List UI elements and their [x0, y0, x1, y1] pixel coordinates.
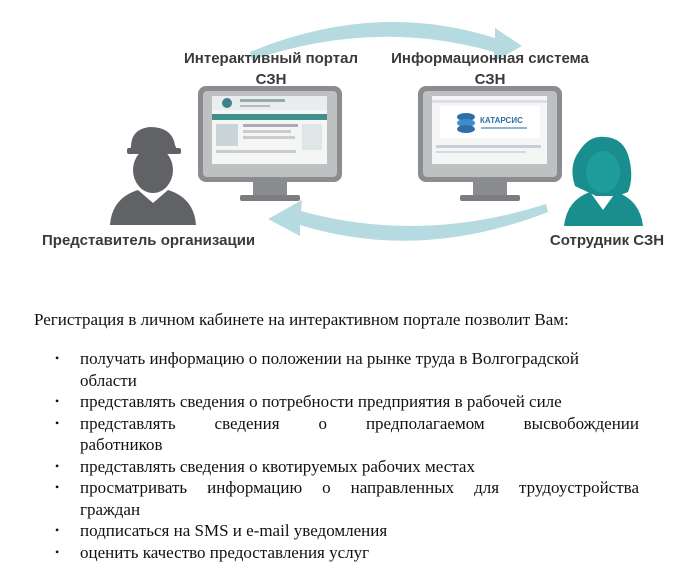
list-item: получать информацию о положении на рынке…	[55, 348, 639, 391]
monitor-left	[198, 86, 342, 201]
label-employee: Сотрудник СЗН	[549, 232, 665, 249]
arrow-left-icon	[268, 200, 548, 241]
katarsis-logo-text: КАТАРСИС	[480, 116, 523, 125]
intro-text: Регистрация в личном кабинете на интерак…	[34, 310, 569, 329]
list-item: подписаться на SMS и e-mail уведомления	[55, 520, 639, 542]
diagram-canvas: КАТАРСИС	[110, 21, 643, 241]
worker-person-icon	[110, 127, 196, 225]
female-employee-icon	[564, 136, 643, 226]
label-representative: Представитель организации	[42, 232, 256, 249]
benefits-list: получать информацию о положении на рынке…	[55, 348, 639, 563]
list-item: оценить качество предоставления услуг	[55, 542, 639, 564]
list-item: представлять сведения о квотируемых рабо…	[55, 456, 639, 478]
arrow-right-icon	[250, 21, 522, 62]
list-item: просматривать информацию о направленных …	[55, 477, 639, 520]
label-portal: Интерактивный портал СЗН	[184, 50, 358, 88]
list-item: представлять сведения о предполагаемом в…	[55, 413, 639, 456]
list-item: представлять сведения о потребности пред…	[55, 391, 639, 413]
portal-diagram: КАТАРСИС Интерактивный портал СЗН Информ…	[0, 0, 689, 290]
label-info-system: Информационная система СЗН	[391, 50, 589, 88]
monitor-right: КАТАРСИС	[418, 86, 562, 201]
